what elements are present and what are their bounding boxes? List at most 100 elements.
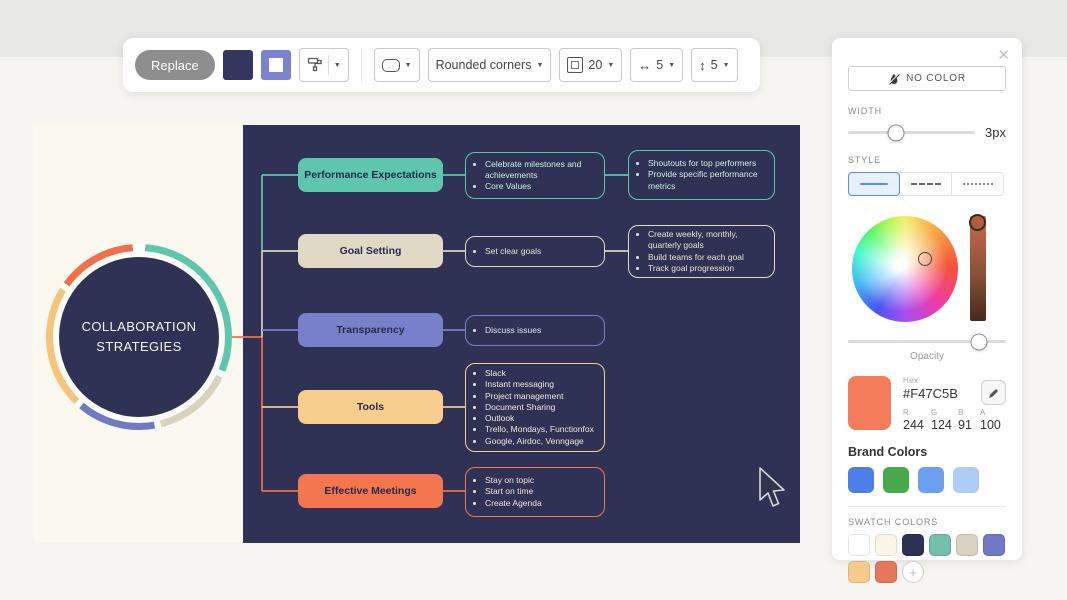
brand-colors-label: Brand Colors: [848, 445, 928, 459]
hex-value[interactable]: #F47C5B: [903, 386, 958, 401]
chevron-down-icon: ▼: [404, 61, 412, 69]
horizontal-arrow-icon: ↔: [638, 57, 652, 73]
opacity-label: Opacity: [910, 351, 944, 362]
line-style-dotted-button[interactable]: [952, 172, 1004, 196]
width-label: WIDTH: [848, 106, 882, 116]
swatch-colors-label: SWATCH COLORS: [848, 517, 939, 527]
close-icon[interactable]: ✕: [997, 47, 1010, 64]
no-color-label: NO COLOR: [906, 73, 966, 84]
solid-line-icon: [860, 183, 888, 185]
g-label: G: [931, 408, 938, 417]
panel-divider: [848, 506, 1006, 507]
brightness-bar-marker[interactable]: [969, 214, 986, 231]
bullet-item: Build teams for each goal: [648, 252, 766, 263]
border-color-swatch[interactable]: [260, 50, 291, 80]
dropdown-separator: [327, 55, 329, 75]
detail-box-goal-level2[interactable]: Set clear goals: [465, 236, 605, 267]
no-color-droplet-icon: [888, 72, 901, 85]
line-style-dashed-button[interactable]: [900, 172, 952, 196]
color-wheel-marker[interactable]: [918, 252, 932, 266]
horizontal-spacing-value: 5: [656, 58, 664, 72]
horizontal-spacing-dropdown[interactable]: ↔ 5 ▼: [630, 48, 684, 82]
g-value[interactable]: 124: [931, 418, 952, 432]
format-toolbar: Replace ▼ ▼ Rounded corners ▼ 20: [123, 38, 760, 92]
vertical-spacing-dropdown[interactable]: ↕ 5 ▼: [691, 48, 738, 82]
swatch-color[interactable]: [848, 534, 870, 556]
corner-style-dropdown[interactable]: Rounded corners ▼: [427, 48, 552, 82]
swatch-color[interactable]: [983, 534, 1005, 556]
brand-color-swatch[interactable]: [848, 467, 874, 493]
corner-style-value: Rounded corners: [435, 58, 532, 72]
design-canvas[interactable]: COLLABORATION STRATEGIES Performance Exp…: [33, 125, 800, 543]
b-value[interactable]: 91: [958, 418, 972, 432]
swatch-color[interactable]: [875, 534, 897, 556]
detail-box-meetings-level2[interactable]: Stay on topicStart on timeCreate Agenda: [465, 467, 605, 517]
border-width-dropdown[interactable]: 20 ▼: [559, 48, 623, 82]
bullet-item: Create Agenda: [485, 498, 596, 509]
bullet-item: Google, Airdoc, Venngage: [485, 436, 596, 447]
width-slider[interactable]: [848, 124, 976, 141]
add-swatch-button[interactable]: +: [902, 561, 924, 583]
bullet-item: Outlook: [485, 413, 596, 424]
bullet-item: Trello, Mondays, Functionfox: [485, 424, 596, 435]
detail-box-performance-level2[interactable]: Celebrate milestones and achievementsCor…: [465, 152, 605, 199]
bullet-item: Slack: [485, 368, 596, 379]
current-color-swatch: [848, 376, 891, 430]
style-label: STYLE: [848, 155, 882, 165]
center-node-ring[interactable]: COLLABORATION STRATEGIES: [46, 244, 232, 430]
bullet-item: Create weekly, monthly, quarterly goals: [648, 229, 766, 252]
branch-node-tools[interactable]: Tools: [298, 390, 443, 424]
a-label: A: [980, 408, 986, 417]
branch-node-performance-expectations[interactable]: Performance Expectations: [298, 158, 443, 192]
bullet-item: Instant messaging: [485, 379, 596, 390]
center-node[interactable]: COLLABORATION STRATEGIES: [59, 257, 219, 417]
shape-style-dropdown[interactable]: ▼: [373, 48, 420, 82]
swatch-color[interactable]: [929, 534, 951, 556]
bullet-item: Set clear goals: [485, 246, 596, 257]
line-style-solid-button[interactable]: [848, 172, 900, 196]
a-value[interactable]: 100: [980, 418, 1001, 432]
brand-color-swatch[interactable]: [918, 467, 944, 493]
fill-color-swatch[interactable]: [222, 50, 253, 80]
detail-box-performance-level3[interactable]: Shoutouts for top performersProvide spec…: [628, 150, 775, 200]
bullet-item: Celebrate milestones and achievements: [485, 159, 596, 182]
brand-color-swatch[interactable]: [883, 467, 909, 493]
swatch-color[interactable]: [848, 561, 870, 583]
bullet-item: Track goal progression: [648, 263, 766, 274]
vertical-spacing-value: 5: [710, 58, 718, 72]
detail-box-tools-level2[interactable]: SlackInstant messagingProject management…: [465, 363, 605, 452]
r-value[interactable]: 244: [903, 418, 924, 432]
branch-node-effective-meetings[interactable]: Effective Meetings: [298, 474, 443, 508]
branch-node-transparency[interactable]: Transparency: [298, 313, 443, 347]
swatch-color[interactable]: [956, 534, 978, 556]
bullet-item: Provide specific performance metrics: [648, 169, 766, 192]
detail-box-transparency-level2[interactable]: Discuss issues: [465, 315, 605, 346]
rounded-rect-icon: [381, 58, 400, 72]
opacity-slider-thumb[interactable]: [970, 333, 988, 350]
swatch-color[interactable]: [875, 561, 897, 583]
bullet-item: Discuss issues: [485, 325, 596, 336]
paint-roller-icon: [307, 56, 323, 75]
chevron-down-icon: ▼: [722, 61, 730, 69]
no-color-button[interactable]: NO COLOR: [848, 66, 1006, 91]
paint-style-dropdown[interactable]: ▼: [298, 48, 349, 82]
width-value: 3px: [985, 125, 1006, 140]
b-label: B: [958, 408, 964, 417]
detail-box-goal-level3[interactable]: Create weekly, monthly, quarterly goalsB…: [628, 225, 775, 278]
brand-color-swatch[interactable]: [953, 467, 979, 493]
opacity-slider[interactable]: [848, 333, 1006, 350]
bullet-item: Project management: [485, 391, 596, 402]
mouse-cursor: [759, 467, 785, 507]
bullet-item: Start on time: [485, 486, 596, 497]
brightness-bar[interactable]: [969, 214, 986, 321]
connector-lines: [217, 174, 628, 492]
replace-button[interactable]: Replace: [135, 50, 215, 80]
branch-node-goal-setting[interactable]: Goal Setting: [298, 234, 443, 268]
color-wheel[interactable]: [852, 216, 958, 322]
dashed-line-icon: [910, 183, 941, 185]
eyedropper-button[interactable]: [981, 380, 1006, 405]
width-slider-thumb[interactable]: [887, 124, 905, 141]
chevron-down-icon: ▼: [607, 61, 615, 69]
swatch-color[interactable]: [902, 534, 924, 556]
